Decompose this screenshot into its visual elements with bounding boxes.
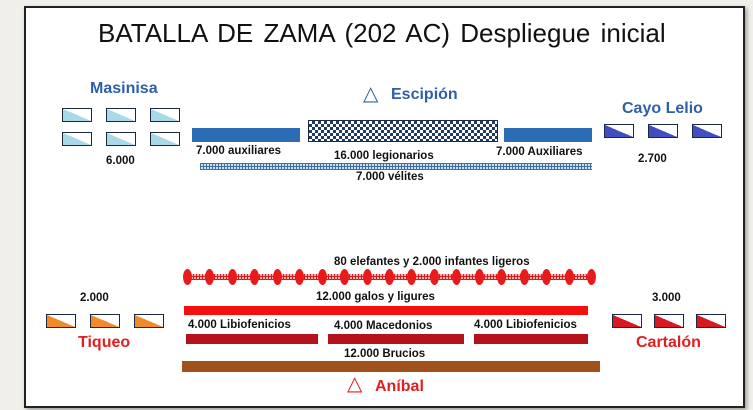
masinisa-cavalry-unit <box>150 132 180 146</box>
libyphoenicians-left-bar <box>186 334 318 344</box>
elephant-marker <box>362 269 372 285</box>
laelius-count: 2.700 <box>638 153 667 165</box>
elephant-marker <box>564 269 574 285</box>
elephant-marker <box>250 269 260 285</box>
macedonians-bar <box>328 334 464 344</box>
macedonians-label: 4.000 Macedonios <box>334 320 433 332</box>
masinisa-cavalry-unit <box>150 108 180 122</box>
hannibal-label: Aníbal <box>375 378 424 395</box>
gauls-ligurians-label: 12.000 galos y ligures <box>316 291 435 303</box>
masinisa-cavalry-unit <box>106 108 136 122</box>
libyphoenicians-right-bar <box>474 334 588 344</box>
diagram-panel: BATALLA DE ZAMA (202 AC) Despliegue inic… <box>24 6 745 408</box>
roman-right-auxiliaries-label: 7.000 Auxiliares <box>496 146 583 158</box>
elephant-marker <box>452 269 462 285</box>
tychaeus-label: Tiqueo <box>78 334 131 351</box>
laelius-cavalry-unit <box>648 124 678 138</box>
elephant-marker <box>542 269 552 285</box>
masinisa-cavalry-unit <box>62 108 92 122</box>
roman-legionaries-bar <box>308 120 498 142</box>
bruttians-bar <box>182 361 600 372</box>
carthalo-count: 3.000 <box>652 292 681 304</box>
elephant-marker <box>227 269 237 285</box>
carthalo-cavalry-unit <box>696 314 726 328</box>
gauls-ligurians-bar <box>184 306 588 315</box>
roman-left-auxiliaries-bar <box>192 128 300 142</box>
diagram-title: BATALLA DE ZAMA (202 AC) Despliegue inic… <box>98 18 666 48</box>
carthalo-cavalry-unit <box>612 314 642 328</box>
masinisa-cavalry-unit <box>62 132 92 146</box>
masinisa-cavalry-group <box>62 108 182 150</box>
elephant-marker <box>295 269 305 285</box>
roman-right-auxiliaries-bar <box>504 128 592 142</box>
masinisa-cavalry-unit <box>106 132 136 146</box>
laelius-label: Cayo Lelio <box>622 100 703 117</box>
hannibal-triangle-icon: △ <box>347 373 363 395</box>
roman-velites-bar <box>200 163 592 170</box>
carthalo-cavalry-group <box>612 314 742 330</box>
laelius-cavalry-group <box>604 124 734 140</box>
elephant-marker <box>183 269 192 285</box>
elephant-marker <box>317 269 327 285</box>
tychaeus-cavalry-unit <box>134 314 164 328</box>
elephant-marker <box>429 269 439 285</box>
laelius-cavalry-unit <box>692 124 722 138</box>
elephant-marker <box>385 269 394 285</box>
elephants-label: 80 elefantes y 2.000 infantes ligeros <box>334 256 530 268</box>
elephant-marker <box>407 269 417 285</box>
roman-left-auxiliaries-label: 7.000 auxiliares <box>196 145 282 157</box>
carthalo-label: Cartalón <box>636 334 701 351</box>
elephant-marker <box>205 269 215 285</box>
masinisa-label: Masinisa <box>90 80 158 97</box>
tychaeus-cavalry-unit <box>46 314 76 328</box>
masinisa-count: 6.000 <box>106 155 135 167</box>
elephant-marker <box>272 269 282 285</box>
tychaeus-count: 2.000 <box>80 292 109 304</box>
libyphoenicians-left-label: 4.000 Libiofenicios <box>188 319 291 331</box>
elephant-marker <box>519 269 529 285</box>
carthalo-cavalry-unit <box>654 314 684 328</box>
scipio-triangle-icon: △ <box>363 83 379 105</box>
libyphoenicians-right-label: 4.000 Libiofenicios <box>474 319 577 331</box>
roman-legionaries-label: 16.000 legionarios <box>334 150 434 162</box>
elephant-marker <box>474 269 484 285</box>
elephant-marker <box>497 269 507 285</box>
roman-velites-label: 7.000 vélites <box>356 171 424 183</box>
scipio-label: Escipión <box>391 86 458 103</box>
laelius-cavalry-unit <box>604 124 634 138</box>
elephant-marker <box>340 269 350 285</box>
tychaeus-cavalry-unit <box>90 314 120 328</box>
elephant-marker <box>587 269 596 285</box>
bruttians-label: 12.000 Brucios <box>344 348 426 360</box>
tychaeus-cavalry-group <box>46 314 176 330</box>
